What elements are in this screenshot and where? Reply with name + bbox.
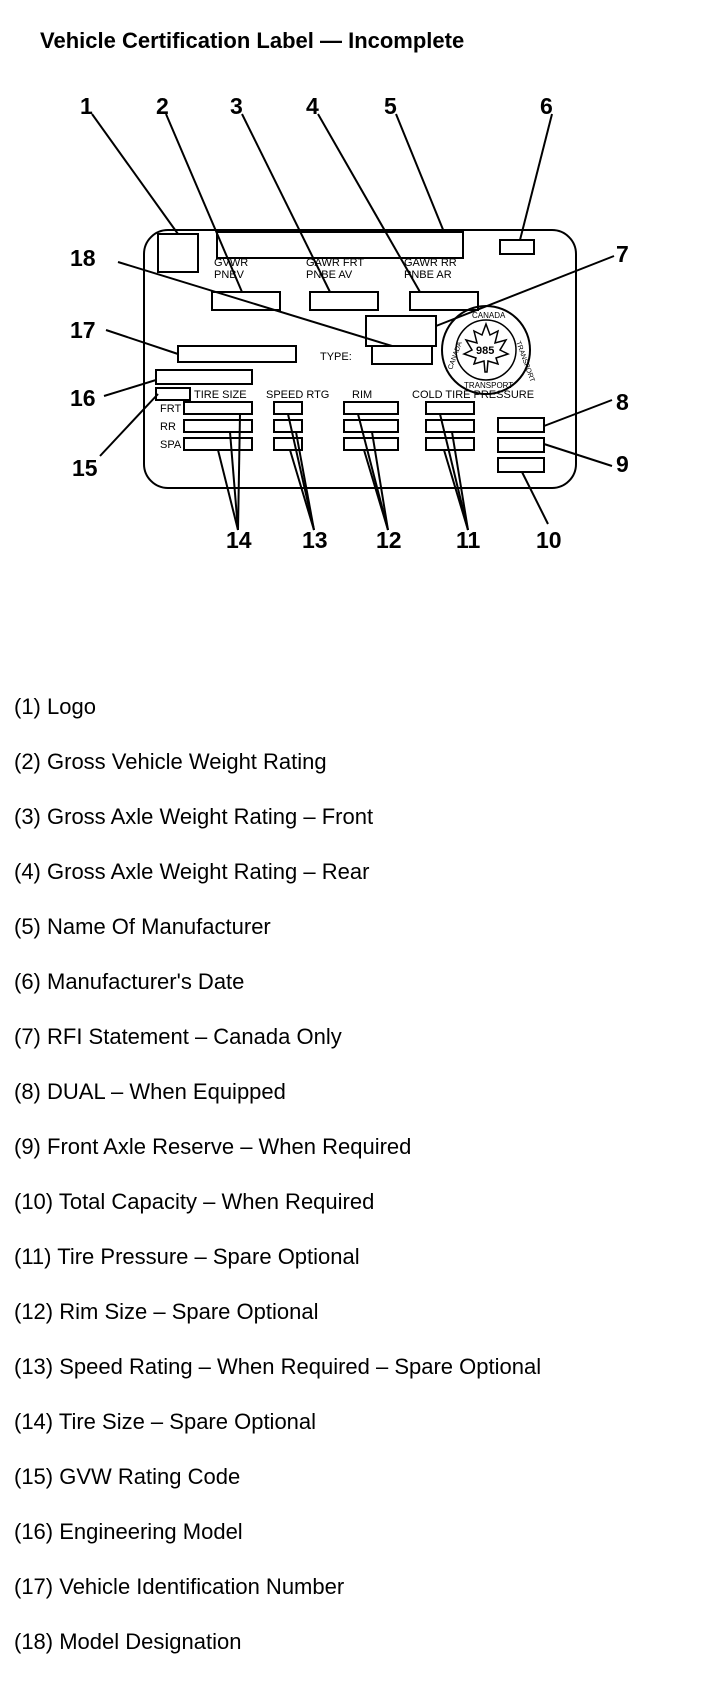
row-label-rr: RR — [160, 421, 176, 433]
callout-2: 2 — [156, 93, 169, 119]
gvwr-box — [211, 291, 281, 311]
speed-box-rr — [273, 419, 303, 433]
legend-item-13: (13) Speed Rating – When Required – Spar… — [14, 1354, 542, 1379]
speed-box-spa — [273, 437, 303, 451]
gawr-rear-caption: GAWR RR — [404, 257, 457, 269]
callout-1: 1 — [80, 93, 93, 119]
rim-box-frt — [343, 401, 399, 415]
callout-4: 4 — [306, 93, 319, 119]
callout-9: 9 — [616, 451, 629, 477]
legend-item-8: (8) DUAL – When Equipped — [14, 1079, 286, 1104]
legend-item-17: (17) Vehicle Identification Number — [14, 1574, 345, 1599]
gawr-front-caption-fr: PNBE AV — [306, 269, 353, 281]
label-outline — [143, 229, 577, 489]
pressure-box-frt — [425, 401, 475, 415]
callout-3: 3 — [230, 93, 243, 119]
front-axle-reserve-box — [497, 437, 545, 453]
callout-14: 14 — [226, 527, 252, 553]
seal-number: 985 — [476, 345, 494, 357]
date-box — [499, 239, 535, 255]
legend-item-14: (14) Tire Size – Spare Optional — [14, 1409, 317, 1434]
callout-7: 7 — [616, 241, 629, 267]
legend-item-5: (5) Name Of Manufacturer — [14, 914, 271, 939]
rim-box-rr — [343, 419, 399, 433]
pressure-box-spa — [425, 437, 475, 451]
legend-item-12: (12) Rim Size – Spare Optional — [14, 1299, 319, 1324]
tire-size-box-spa — [183, 437, 253, 451]
maple-leaf-icon — [462, 321, 510, 373]
legend-item-9: (9) Front Axle Reserve – When Required — [14, 1134, 412, 1159]
seal-bottom-text: TRANSPORT — [464, 381, 513, 390]
row-label-spa: SPA — [160, 439, 182, 451]
legend-item-2: (2) Gross Vehicle Weight Rating — [14, 749, 327, 774]
legend-item-15: (15) GVW Rating Code — [14, 1464, 241, 1489]
legend-item-7: (7) RFI Statement – Canada Only — [14, 1024, 342, 1049]
legend-item-6: (6) Manufacturer's Date — [14, 969, 245, 994]
callout-12: 12 — [376, 527, 402, 553]
legend-item-3: (3) Gross Axle Weight Rating – Front — [14, 804, 374, 829]
callout-17: 17 — [70, 317, 96, 343]
gawr-rear-caption-fr: PNBE AR — [404, 269, 452, 281]
manufacturer-box — [216, 231, 464, 259]
speed-rtg-header: SPEED RTG — [266, 389, 329, 401]
tire-size-box-frt — [183, 401, 253, 415]
gawr-front-caption: GAWR FRT — [306, 257, 364, 269]
callout-6: 6 — [540, 93, 553, 119]
gvwr-caption-fr: PNBV — [214, 269, 245, 281]
leader-lines — [91, 113, 615, 531]
speed-box-frt — [273, 401, 303, 415]
callout-11: 11 — [456, 527, 481, 553]
gvwr-caption: GVWR — [214, 257, 248, 269]
seal-right-text: TRANSPORT — [514, 340, 536, 384]
legend-item-10: (10) Total Capacity – When Required — [14, 1189, 375, 1214]
gvw-code-box — [155, 387, 191, 401]
cold-tire-pressure-header: COLD TIRE PRESSURE — [412, 389, 534, 401]
legend-item-16: (16) Engineering Model — [14, 1519, 243, 1544]
gawr-front-box — [309, 291, 379, 311]
page-title: Vehicle Certification Label — Incomplete — [40, 28, 465, 53]
callout-18: 18 — [70, 245, 96, 271]
callout-16: 16 — [70, 385, 96, 411]
total-capacity-box — [497, 457, 545, 473]
legend-item-4: (4) Gross Axle Weight Rating – Rear — [14, 859, 370, 884]
row-label-frt: FRT — [160, 403, 181, 415]
certification-label-diagram: GVWR PNBV GAWR FRT PNBE AV GAWR RR PNBE … — [70, 93, 629, 553]
tire-size-box-rr — [183, 419, 253, 433]
engineering-model-box — [155, 369, 253, 385]
vin-box — [177, 345, 297, 363]
callout-10: 10 — [536, 527, 562, 553]
seal-top-text: CANADA — [472, 311, 506, 320]
legend-item-18: (18) Model Designation — [14, 1629, 242, 1654]
callout-13: 13 — [302, 527, 328, 553]
rim-header: RIM — [352, 389, 372, 401]
callout-15: 15 — [72, 455, 98, 481]
gawr-rear-box — [409, 291, 479, 311]
dual-box — [497, 417, 545, 433]
callout-8: 8 — [616, 389, 629, 415]
legend-item-11: (11) Tire Pressure – Spare Optional — [14, 1244, 360, 1269]
type-caption: TYPE: — [320, 351, 352, 363]
pressure-box-rr — [425, 419, 475, 433]
logo-box — [157, 233, 199, 273]
legend-list: (1) Logo (2) Gross Vehicle Weight Rating… — [14, 694, 541, 1684]
rim-box-spa — [343, 437, 399, 451]
tire-size-header: TIRE SIZE — [194, 389, 247, 401]
legend-item-1: (1) Logo — [14, 694, 96, 719]
callout-5: 5 — [384, 93, 397, 119]
model-box — [371, 345, 433, 365]
